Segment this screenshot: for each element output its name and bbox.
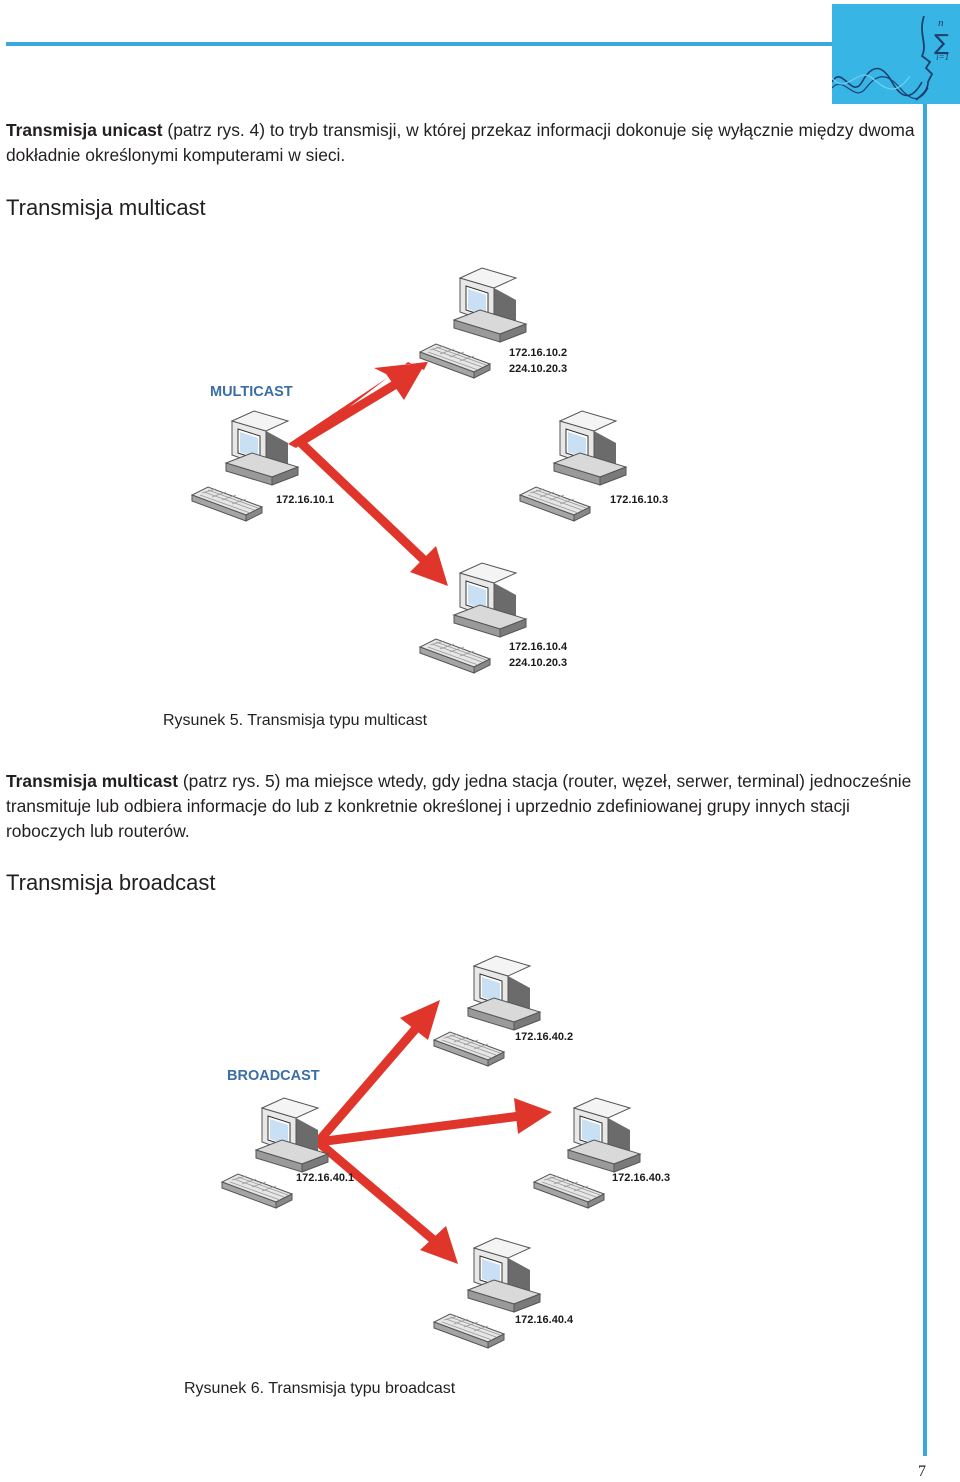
- ip-label: 172.16.10.1: [276, 494, 334, 506]
- arrow-to-bottom: [318, 1142, 458, 1264]
- broadcast-diagram: BROADCAST 172.16.40.2 172.16.40.1 172.16…: [0, 930, 960, 1370]
- page-number: 7: [918, 1463, 926, 1481]
- caption-figure-5: Rysunek 5. Transmisja typu multicast: [163, 712, 427, 730]
- ip-label: 172.16.40.1: [296, 1172, 354, 1184]
- computer-icon: [420, 268, 526, 378]
- multicast-diagram: MULTICAST 172.16.10.2 224.10.20.3 172.16…: [0, 0, 960, 710]
- heading-broadcast: Transmisja broadcast: [6, 870, 215, 896]
- caption-figure-6: Rysunek 6. Transmisja typu broadcast: [184, 1380, 455, 1398]
- broadcast-title: BROADCAST: [227, 1068, 320, 1084]
- ip-label: 172.16.10.2: [509, 347, 567, 359]
- ip-label: 224.10.20.3: [509, 657, 567, 669]
- multicast-title: MULTICAST: [210, 384, 293, 400]
- computer-icon: [434, 956, 540, 1066]
- arrow-to-top: [318, 1000, 440, 1142]
- arrow-to-bottom: [300, 442, 448, 586]
- ip-label: 172.16.40.4: [515, 1314, 574, 1326]
- ip-label: 172.16.10.3: [610, 494, 668, 506]
- arrow-to-top: [300, 362, 426, 442]
- multicast-term: Transmisja multicast: [6, 771, 178, 791]
- ip-label: 172.16.40.3: [612, 1172, 670, 1184]
- ip-label: 172.16.40.2: [515, 1031, 573, 1043]
- computer-icon: [534, 1098, 640, 1208]
- multicast-paragraph: Transmisja multicast (patrz rys. 5) ma m…: [6, 769, 916, 844]
- ip-label: 172.16.10.4: [509, 641, 568, 653]
- ip-label: 224.10.20.3: [509, 363, 567, 375]
- computer-icon: [222, 1098, 328, 1208]
